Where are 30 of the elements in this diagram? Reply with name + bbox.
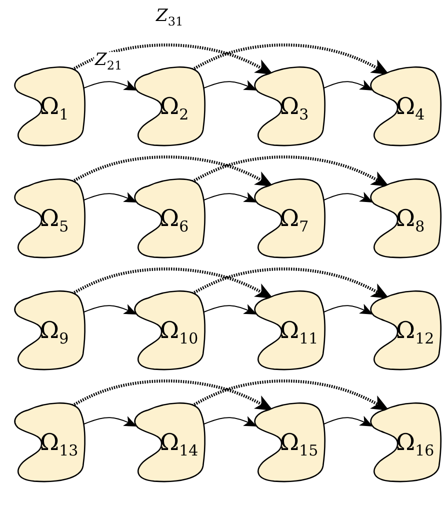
region-label: Ω$_{3}$ xyxy=(280,96,309,123)
region-label: Ω$_{11}$ xyxy=(280,320,318,347)
edge-label: Z$_{21}$ xyxy=(94,52,124,72)
arrow xyxy=(84,80,137,90)
arrow xyxy=(324,192,373,202)
region-label: Ω$_{6}$ xyxy=(160,208,189,235)
region-label: Ω$_{5}$ xyxy=(40,208,69,235)
arrow xyxy=(84,304,137,314)
region-label: Ω$_{16}$ xyxy=(396,432,434,459)
region-label: Ω$_{10}$ xyxy=(160,320,198,347)
region-label: Ω$_{12}$ xyxy=(396,320,434,347)
region-label: Ω$_{4}$ xyxy=(396,96,425,123)
arrow xyxy=(324,304,373,314)
region-label: Ω$_{14}$ xyxy=(160,432,198,459)
region-label: Ω$_{2}$ xyxy=(160,96,189,123)
edge-label: Z$_{31}$ xyxy=(155,8,184,28)
region-label: Ω$_{8}$ xyxy=(396,208,425,235)
arrow xyxy=(204,304,257,314)
region-label: Ω$_{15}$ xyxy=(280,432,318,459)
region-label: Ω$_{7}$ xyxy=(280,208,309,235)
arrow xyxy=(204,192,257,202)
arrow xyxy=(324,80,373,90)
arrow xyxy=(84,416,137,426)
arrow xyxy=(84,192,137,202)
arrow xyxy=(204,416,257,426)
arrow xyxy=(324,416,373,426)
region-label: Ω$_{13}$ xyxy=(40,432,78,459)
region-label: Ω$_{9}$ xyxy=(40,320,69,347)
region-label: Ω$_{1}$ xyxy=(40,96,69,123)
arrow xyxy=(204,80,257,90)
